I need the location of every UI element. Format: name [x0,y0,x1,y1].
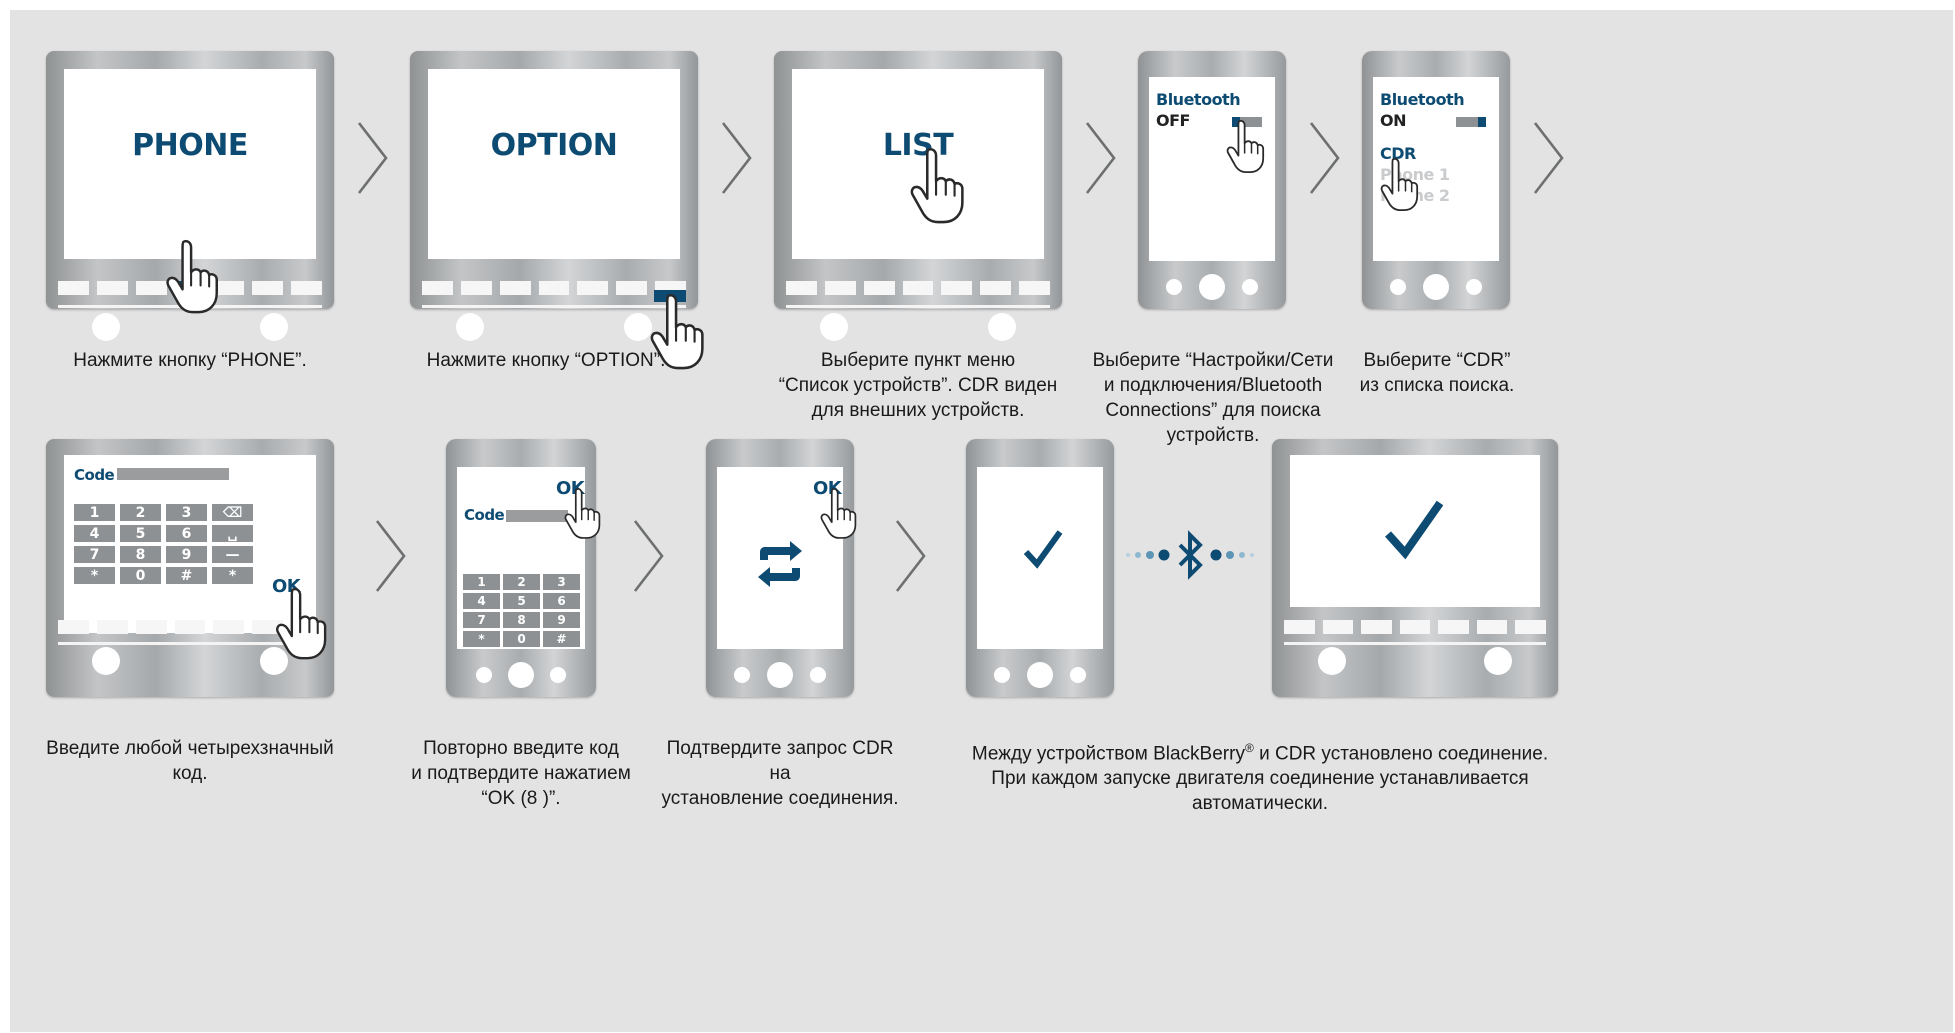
keypad-key[interactable]: — [212,546,253,563]
keypad-key[interactable]: ␣ [212,525,253,542]
checkmark-icon [1385,500,1444,560]
caption-step9: Между устройством BlackBerry® и CDR уста… [971,741,1549,815]
checkmark-icon [1023,530,1063,569]
keypad-key[interactable]: 0 [120,567,161,584]
option-label: OPTION [490,128,618,163]
knob-right [260,313,288,341]
cdr-screen [64,69,316,259]
on-label: ON [1380,111,1407,130]
keypad-key[interactable]: 0 [503,631,540,647]
caption-step2: Нажмите кнопку “OPTION”. [426,350,666,371]
caption-step3: Выберите пункт меню“Список устройств”. C… [778,350,1058,421]
knob-left [92,313,120,341]
cdr-unit-connected [1272,439,1558,697]
bluetooth-label: Bluetooth [1380,90,1465,109]
keypad-key[interactable]: # [543,631,580,647]
chevron-right-icon [374,518,408,594]
keypad-key[interactable]: 2 [503,574,540,590]
chevron-right-icon [1084,120,1118,196]
keypad-key[interactable]: 4 [74,525,115,542]
instruction-diagram: PHONE OPTION LIST Bluetooth OFF [10,10,1953,1032]
keypad-key[interactable]: 6 [166,525,207,542]
bluetooth-icon [1126,530,1254,580]
chevron-right-icon [894,518,928,594]
code-label: Code [74,466,115,484]
caption-step1: Нажмите кнопку “PHONE”. [73,350,307,371]
keypad-key[interactable]: 1 [74,504,115,521]
keypad-key[interactable]: 3 [543,574,580,590]
caption-step6: Введите любой четырехзначный код. [46,738,334,784]
bluetooth-toggle[interactable] [1232,117,1262,127]
tap-hand-icon [906,146,970,224]
keypad-key[interactable]: 6 [543,593,580,609]
phone-label: PHONE [132,128,248,163]
keypad-key[interactable]: 8 [503,612,540,628]
chevron-right-icon [1308,120,1342,196]
chevron-right-icon [1532,120,1566,196]
tap-hand-icon [162,238,224,314]
code-label: Code [464,506,505,524]
code-input[interactable] [506,510,568,522]
phone-confirm-request [706,439,854,697]
keypad-key[interactable]: 4 [463,593,500,609]
code-input[interactable] [117,468,229,480]
list-label: LIST [882,128,954,163]
off-label: OFF [1156,111,1190,130]
phone-connected [966,439,1114,697]
keypad-key[interactable]: 8 [120,546,161,563]
keypad-key[interactable]: 7 [463,612,500,628]
tap-hand-icon [562,486,604,540]
bluetooth-label: Bluetooth [1156,90,1241,109]
keypad-key[interactable]: 9 [166,546,207,563]
keypad-key[interactable]: 1 [463,574,500,590]
tap-hand-icon [1378,156,1422,212]
tap-hand-icon [818,486,860,540]
keypad-key[interactable]: # [166,567,207,584]
keypad-key[interactable]: 9 [543,612,580,628]
keypad-key[interactable]: 2 [120,504,161,521]
keypad-key[interactable]: * [463,631,500,647]
cdr-unit-option [410,51,698,341]
keypad-key[interactable]: ⌫ [212,504,253,521]
tap-hand-icon [1224,118,1268,174]
sync-icon [758,541,802,587]
keypad-key[interactable]: * [74,567,115,584]
keypad-key[interactable]: 7 [74,546,115,563]
keypad-key[interactable]: 5 [120,525,161,542]
bluetooth-toggle[interactable] [1456,117,1486,127]
chevron-right-icon [720,120,754,196]
keypad-key[interactable]: 5 [503,593,540,609]
keypad-key[interactable]: * [212,567,253,584]
tap-hand-icon [272,586,332,660]
keypad-key[interactable]: 3 [166,504,207,521]
chevron-right-icon [632,518,666,594]
cdr-list-item[interactable]: CDR [1380,144,1416,163]
chevron-right-icon [356,120,390,196]
cdr-unit-list [774,51,1062,341]
caption-step5: Выберите “CDR”из списка поиска. [1359,350,1515,396]
